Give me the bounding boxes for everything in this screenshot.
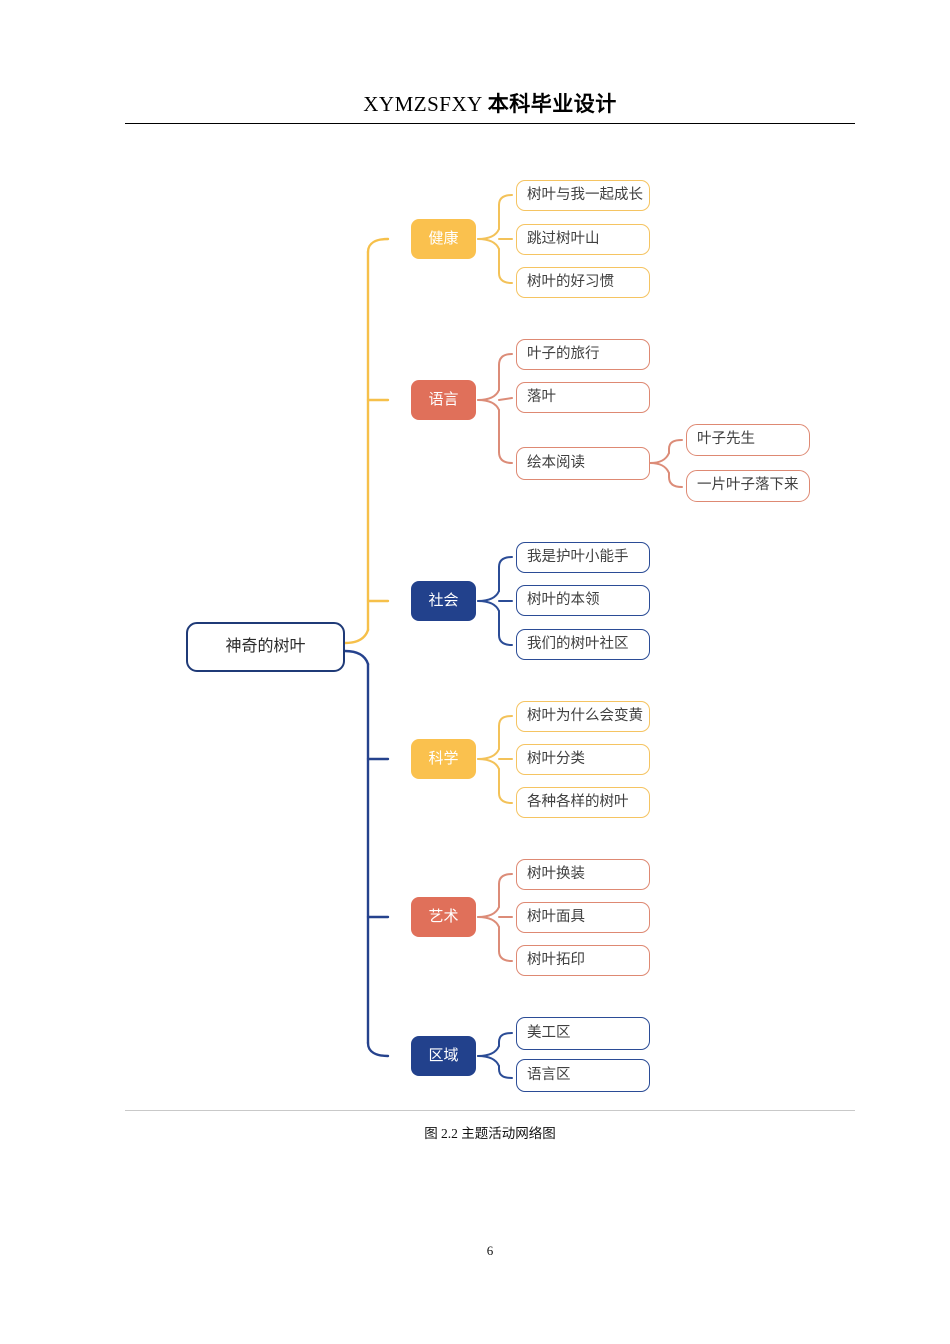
leaf-label: 跳过树叶山 [527,230,600,247]
leaf-label: 各种各样的树叶 [527,793,629,810]
leaf-label: 我们的树叶社区 [527,635,629,652]
branch-node-science[interactable]: 科学 [411,739,476,779]
leaf-label: 绘本阅读 [527,454,585,471]
subleaf-node[interactable]: 叶子先生 [686,424,810,456]
subleaf-node[interactable]: 一片叶子落下来 [686,470,810,502]
page-number: 6 [486,1243,494,1258]
leaf-node[interactable]: 语言区 [516,1059,650,1092]
page-header-title-latin: XYMZSFXY [363,92,488,116]
leaf-node[interactable]: 我们的树叶社区 [516,629,650,660]
figure-caption: 图 2.2 主题活动网络图 [424,1126,556,1141]
leaf-label: 落叶 [527,388,556,405]
subbranch-picturebook-connector [649,439,683,488]
leaf-label: 树叶为什么会变黄 [527,707,643,724]
leaf-node[interactable]: 树叶为什么会变黄 [516,701,650,732]
branch-label-language: 语言 [428,390,459,408]
branch-label-science: 科学 [428,749,459,767]
subleaf-label: 一片叶子落下来 [697,477,799,494]
leaf-node[interactable]: 叶子的旅行 [516,339,650,370]
leaf-node[interactable]: 树叶拓印 [516,945,650,976]
page-header: XYMZSFXY 本科毕业设计 [125,88,855,118]
branch-node-zone[interactable]: 区域 [411,1036,476,1076]
leaf-label: 叶子的旅行 [527,345,600,362]
leaf-node[interactable]: 绘本阅读 [516,447,650,480]
branch-zone-connector [477,1032,513,1079]
branch-node-language[interactable]: 语言 [411,380,476,420]
mindmap-root-label: 神奇的树叶 [225,638,306,656]
branch-node-health[interactable]: 健康 [411,219,476,259]
leaf-node[interactable]: 树叶的本领 [516,585,650,616]
leaf-node[interactable]: 树叶与我一起成长 [516,180,650,211]
leaf-node[interactable]: 各种各样的树叶 [516,787,650,818]
leaf-label: 树叶与我一起成长 [527,186,643,203]
header-divider [125,123,855,124]
leaf-label: 语言区 [527,1066,571,1083]
leaf-node[interactable]: 落叶 [516,382,650,413]
mindmap-root-node[interactable]: 神奇的树叶 [186,622,345,672]
leaf-label: 树叶分类 [527,750,585,767]
leaf-node[interactable]: 跳过树叶山 [516,224,650,255]
branch-node-art[interactable]: 艺术 [411,897,476,937]
branch-science-connector [477,715,513,804]
page-header-title-cjk: 本科毕业设计 [487,92,617,116]
leaf-label: 美工区 [527,1024,571,1041]
branch-node-society[interactable]: 社会 [411,581,476,621]
branch-label-art: 艺术 [428,907,459,925]
leaf-node[interactable]: 树叶换装 [516,859,650,890]
leaf-node[interactable]: 我是护叶小能手 [516,542,650,573]
branch-label-zone: 区域 [428,1046,459,1064]
subleaf-label: 叶子先生 [697,431,755,448]
leaf-node[interactable]: 美工区 [516,1017,650,1050]
branch-society-connector [477,556,513,646]
leaf-label: 我是护叶小能手 [527,548,629,565]
leaf-label: 树叶换装 [527,865,585,882]
caption-divider [125,1110,855,1111]
branch-health-connector [477,194,513,284]
leaf-label: 树叶的本领 [527,591,600,608]
leaf-node[interactable]: 树叶面具 [516,902,650,933]
page-header-title: XYMZSFXY 本科毕业设计 [363,92,617,116]
branch-label-health: 健康 [428,229,459,247]
leaf-node[interactable]: 树叶分类 [516,744,650,775]
leaf-label: 树叶面具 [527,908,585,925]
leaf-label: 树叶拓印 [527,951,585,968]
leaf-label: 树叶的好习惯 [527,273,614,290]
branch-label-society: 社会 [428,591,459,609]
trunk-lower-connector [343,649,390,1058]
branch-art-connector [477,873,513,962]
trunk-upper-connector [343,237,390,645]
branch-language-connector [477,353,513,464]
leaf-node[interactable]: 树叶的好习惯 [516,267,650,298]
